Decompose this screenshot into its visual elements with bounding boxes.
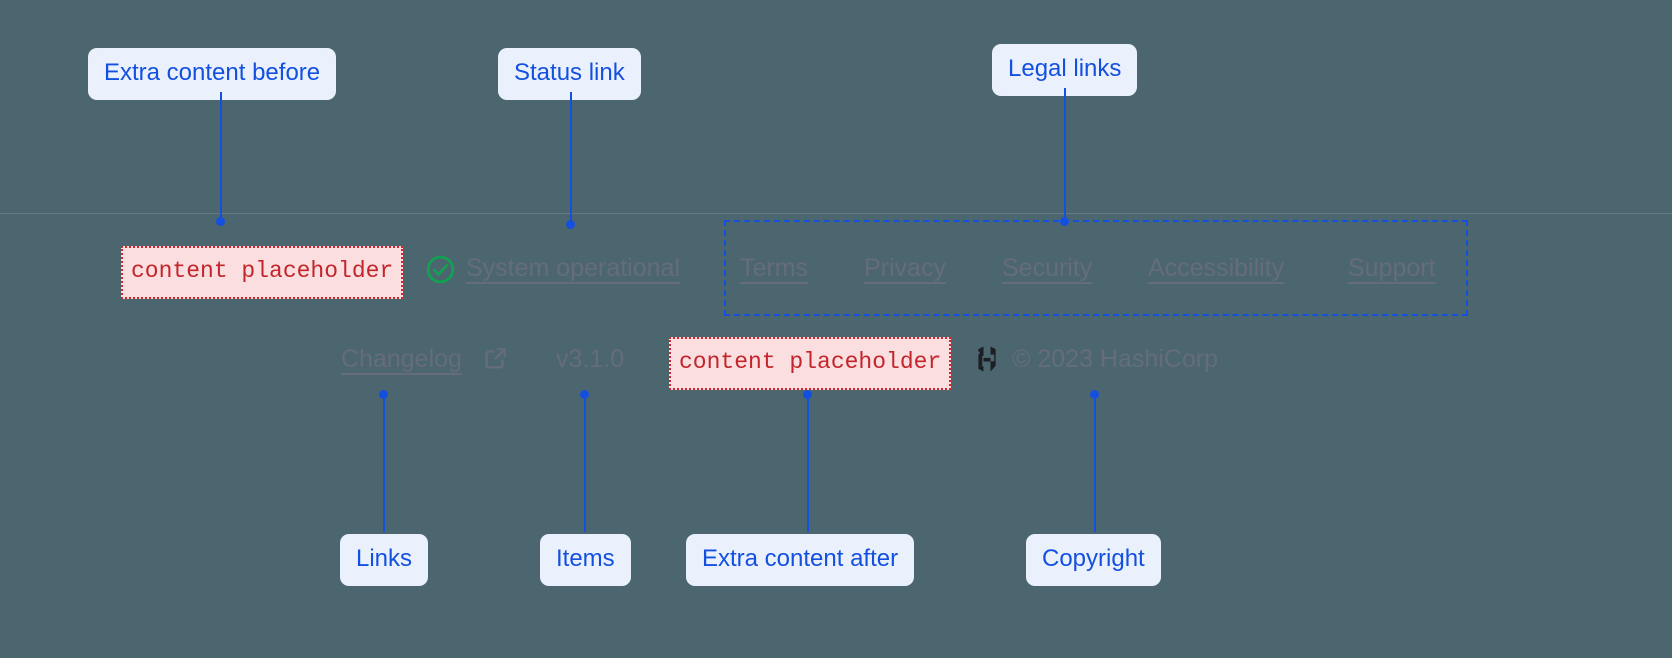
callout-links: Links (340, 534, 429, 586)
footer-top-divider (0, 213, 1672, 214)
legal-link-support[interactable]: Support (1348, 254, 1436, 282)
leader-dot-extra-after (803, 390, 812, 399)
leader-line-legal (1064, 88, 1066, 220)
callout-extra-content-before: Extra content before (88, 48, 337, 100)
leader-line-copyright (1094, 398, 1096, 532)
leader-dot-items (580, 390, 589, 399)
callout-items: Items (540, 534, 631, 586)
leader-dot-copyright (1090, 390, 1099, 399)
leader-line-items (584, 398, 586, 532)
legal-link-accessibility[interactable]: Accessibility (1148, 254, 1285, 282)
callout-extra-content-after: Extra content after (686, 534, 915, 586)
copyright-label: © 2023 HashiCorp (1012, 345, 1219, 373)
check-circle-icon (424, 253, 457, 286)
status-link[interactable]: System operational (466, 254, 681, 282)
content-placeholder-after: content placeholder (669, 337, 952, 390)
hashicorp-logo (972, 344, 1002, 374)
callout-status-link: Status link (498, 48, 641, 100)
legal-links-highlight-box (724, 220, 1468, 316)
legal-link-security[interactable]: Security (1002, 254, 1093, 282)
leader-line-extra-after (807, 398, 809, 532)
leader-dot-extra-before (216, 217, 225, 226)
legal-link-privacy[interactable]: Privacy (864, 254, 946, 282)
callout-legal-links: Legal links (992, 44, 1138, 96)
version-label: v3.1.0 (556, 345, 625, 373)
leader-dot-status (566, 220, 575, 229)
changelog-link[interactable]: Changelog (341, 345, 462, 373)
content-placeholder-before: content placeholder (121, 246, 404, 299)
callout-copyright: Copyright (1026, 534, 1161, 586)
leader-dot-links (379, 390, 388, 399)
leader-line-extra-before (220, 92, 222, 220)
legal-link-terms[interactable]: Terms (740, 254, 809, 282)
leader-line-status (570, 92, 572, 223)
external-link-icon[interactable] (482, 344, 510, 372)
leader-line-links (383, 398, 385, 532)
